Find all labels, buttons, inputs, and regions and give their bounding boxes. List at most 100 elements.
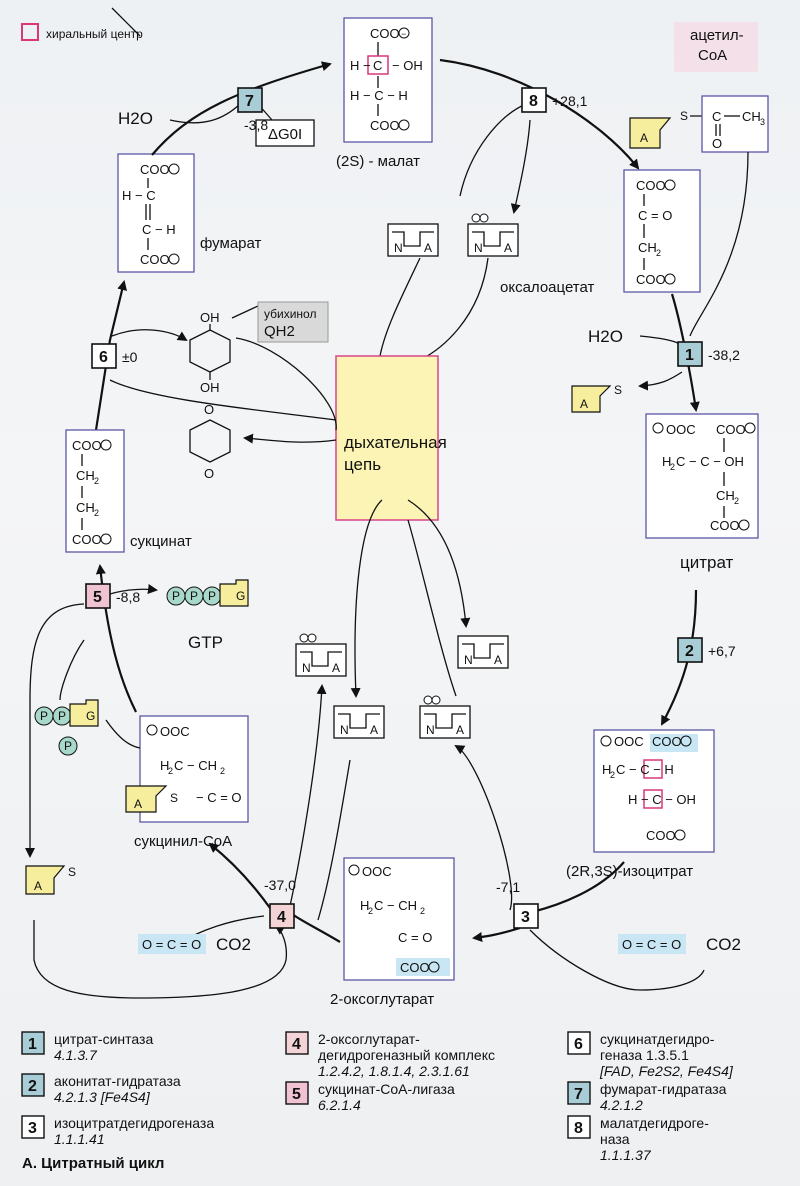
svg-text:2: 2 (420, 906, 425, 916)
respiratory-chain-line2: цепь (344, 455, 381, 474)
step-number-3: 3 (521, 909, 530, 926)
legend-name-6-0: сукцинатдегидро- (600, 1031, 715, 1047)
acetyl-coa-line2: CoA (698, 47, 727, 64)
legend-number-2: 2 (28, 1078, 37, 1095)
ubiquinol-label: убихинол (264, 307, 316, 321)
svg-text:2: 2 (610, 770, 615, 780)
svg-text:OH: OH (200, 310, 220, 325)
svg-text:C − C − H: C − C − H (616, 762, 674, 777)
svg-text:2: 2 (670, 462, 675, 472)
legend-number-8: 8 (574, 1120, 583, 1137)
fumarate-label: фумарат (200, 235, 262, 252)
svg-text:OH: OH (200, 380, 220, 395)
legend-ec-3: 1.1.1.41 (54, 1131, 105, 1147)
svg-text:P: P (190, 589, 198, 603)
svg-text:2: 2 (168, 766, 173, 776)
svg-text:− OH: − OH (392, 58, 423, 73)
svg-text:H: H (160, 758, 169, 773)
legend-name-5-0: сукцинат-CoA-лигаза (318, 1081, 455, 1097)
step-dg-1: -38,2 (708, 347, 740, 363)
svg-text:C − H: C − H (142, 222, 176, 237)
svg-text:COO: COO (72, 438, 102, 453)
legend-number-7: 7 (574, 1086, 583, 1103)
svg-text:H −: H − (350, 58, 371, 73)
coa-left-icon: AS (25, 865, 76, 895)
legend-name-8-1: наза (600, 1131, 630, 1147)
step-dg-7: -3,8 (244, 117, 268, 133)
svg-text:N: N (302, 661, 311, 675)
delta-g-box (255, 119, 315, 147)
svg-text:COO: COO (652, 734, 682, 749)
gtp-label: GTP (188, 633, 223, 652)
svg-text:H − C − H: H − C − H (350, 88, 408, 103)
svg-text:A: A (456, 723, 464, 737)
step-dg-4: -37,0 (264, 877, 296, 893)
svg-text:COO: COO (370, 118, 400, 133)
fumarate-molecule: COO H − C C − H COO (117, 153, 195, 273)
svg-text:P: P (208, 589, 216, 603)
step-badge-3: 3-7,1 (496, 879, 539, 929)
step-badge-7: 7-3,8 (237, 87, 268, 133)
svg-text:G: G (86, 709, 95, 723)
svg-text:P: P (40, 709, 48, 723)
svg-text:COO: COO (646, 828, 676, 843)
coa-released-icon: AS (571, 383, 622, 413)
svg-text:A: A (640, 131, 648, 145)
svg-text:P: P (172, 589, 180, 603)
citrate-label: цитрат (680, 553, 734, 572)
svg-text:S: S (68, 865, 76, 879)
step-dg-3: -7,1 (496, 879, 520, 895)
step-dg-2: +6,7 (708, 643, 736, 659)
svg-text:O = C = O: O = C = O (142, 937, 201, 952)
malate-molecule: COO− H −C− OH H − C − H COO (343, 17, 433, 143)
svg-text:COO: COO (72, 532, 102, 547)
svg-text:S: S (680, 109, 688, 123)
respiratory-chain-box (335, 355, 439, 521)
svg-text:H − C: H − C (122, 188, 156, 203)
svg-text:P: P (64, 739, 72, 753)
legend-ec-4: 1.2.4.2, 1.8.1.4, 2.3.1.61 (318, 1063, 470, 1079)
svg-text:O: O (712, 136, 722, 151)
gdp-phosphate-icon: P P G P (34, 699, 99, 756)
malate-label: (2S) - малат (336, 153, 420, 170)
svg-text:OOC: OOC (362, 864, 392, 879)
step-number-5: 5 (93, 589, 102, 606)
svg-text:O = C = O: O = C = O (622, 937, 681, 952)
svg-text:COO: COO (140, 252, 170, 267)
qh2-label: QH2 (264, 323, 295, 340)
succinate-label: сукцинат (130, 533, 192, 550)
legend-number-4: 4 (292, 1036, 301, 1053)
legend-number-5: 5 (292, 1086, 301, 1103)
svg-text:C = O: C = O (398, 930, 432, 945)
succinyl-coa-label: сукцинил-CoA (134, 833, 232, 850)
water-top-label: H2O (118, 109, 153, 128)
svg-text:CH: CH (76, 468, 95, 483)
respiratory-chain-line1: дыхательная (344, 433, 447, 452)
svg-text:COO: COO (716, 422, 746, 437)
legend-ec-5: 6.2.1.4 (318, 1097, 361, 1113)
svg-text:H: H (360, 898, 369, 913)
svg-text:C: C (373, 58, 382, 73)
legend-name-3-0: изоцитратдегидрогеназа (54, 1115, 214, 1131)
svg-text:O: O (204, 402, 214, 417)
svg-text:N: N (394, 241, 403, 255)
step-dg-8: +28,1 (552, 93, 588, 109)
legend-ec-7: 4.2.1.2 (600, 1097, 643, 1113)
svg-text:COO: COO (636, 272, 666, 287)
svg-text:N: N (474, 241, 483, 255)
gtp-icon: P P P G (166, 579, 249, 607)
svg-text:H − C − OH: H − C − OH (628, 792, 696, 807)
co2-left-label: CO2 (216, 935, 251, 954)
svg-text:CH: CH (638, 240, 657, 255)
